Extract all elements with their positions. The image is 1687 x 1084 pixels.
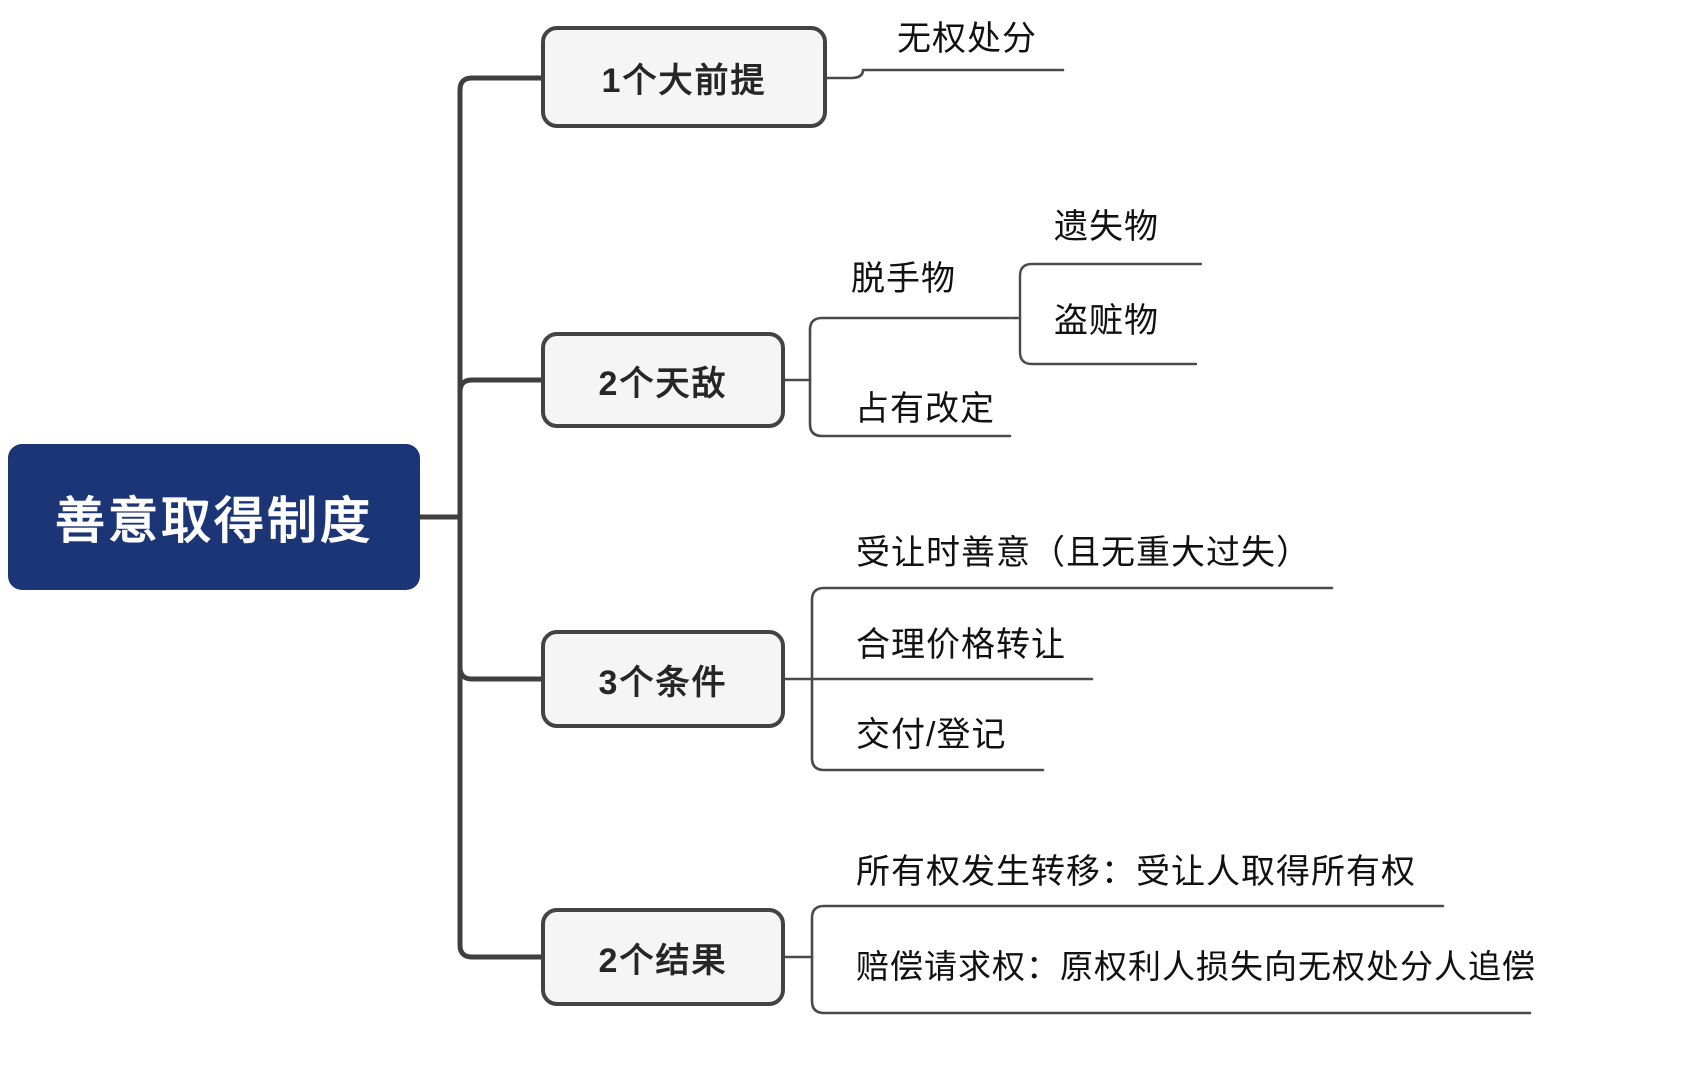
connector-root-to-branch-1: [457, 377, 544, 520]
root-node[interactable]: 善意取得制度: [8, 444, 420, 590]
leaf-delivery-or-registration[interactable]: 交付/登记: [856, 716, 1007, 754]
leaf-reasonable-price-transfer[interactable]: 合理价格转让: [856, 626, 1066, 664]
branch-node-conditions[interactable]: 3个条件: [541, 630, 785, 728]
leaf-constitutum-possessorium[interactable]: 占有改定: [855, 390, 995, 428]
branch-node-results[interactable]: 2个结果: [541, 908, 785, 1006]
leaf-out-of-hand-goods[interactable]: 脱手物: [851, 260, 956, 298]
branch-node-label: 2个结果: [598, 941, 728, 980]
connector-root-to-branch-2: [457, 514, 544, 682]
leaf-stolen-goods[interactable]: 盗赃物: [1054, 302, 1159, 340]
branch-node-major-premise[interactable]: 1个大前提: [541, 26, 827, 128]
connector-root-to-branch-3: [457, 514, 544, 960]
leaf-good-faith-at-transfer[interactable]: 受让时善意（且无重大过失）: [856, 534, 1311, 572]
connector-branch-1-leaf-0: [808, 316, 1017, 382]
leaf-compensation-claim-result[interactable]: 赔偿请求权：原权利人损失向无权处分人追偿: [856, 948, 1536, 985]
branch-node-label: 1个大前提: [601, 61, 767, 100]
connector-root-to-branch-0: [457, 75, 544, 520]
leaf-unauthorized-disposition[interactable]: 无权处分: [897, 20, 1037, 58]
leaf-ownership-transfer-result[interactable]: 所有权发生转移：受让人取得所有权: [856, 853, 1416, 891]
branch-node-label: 3个条件: [598, 663, 728, 702]
leaf-lost-property[interactable]: 遗失物: [1054, 208, 1159, 246]
connector-branch-0-leaf-0: [825, 68, 1065, 80]
branch-node-natural-enemies[interactable]: 2个天敌: [541, 332, 785, 428]
root-node-label: 善意取得制度: [55, 493, 373, 549]
branch-node-label: 2个天敌: [598, 364, 728, 403]
